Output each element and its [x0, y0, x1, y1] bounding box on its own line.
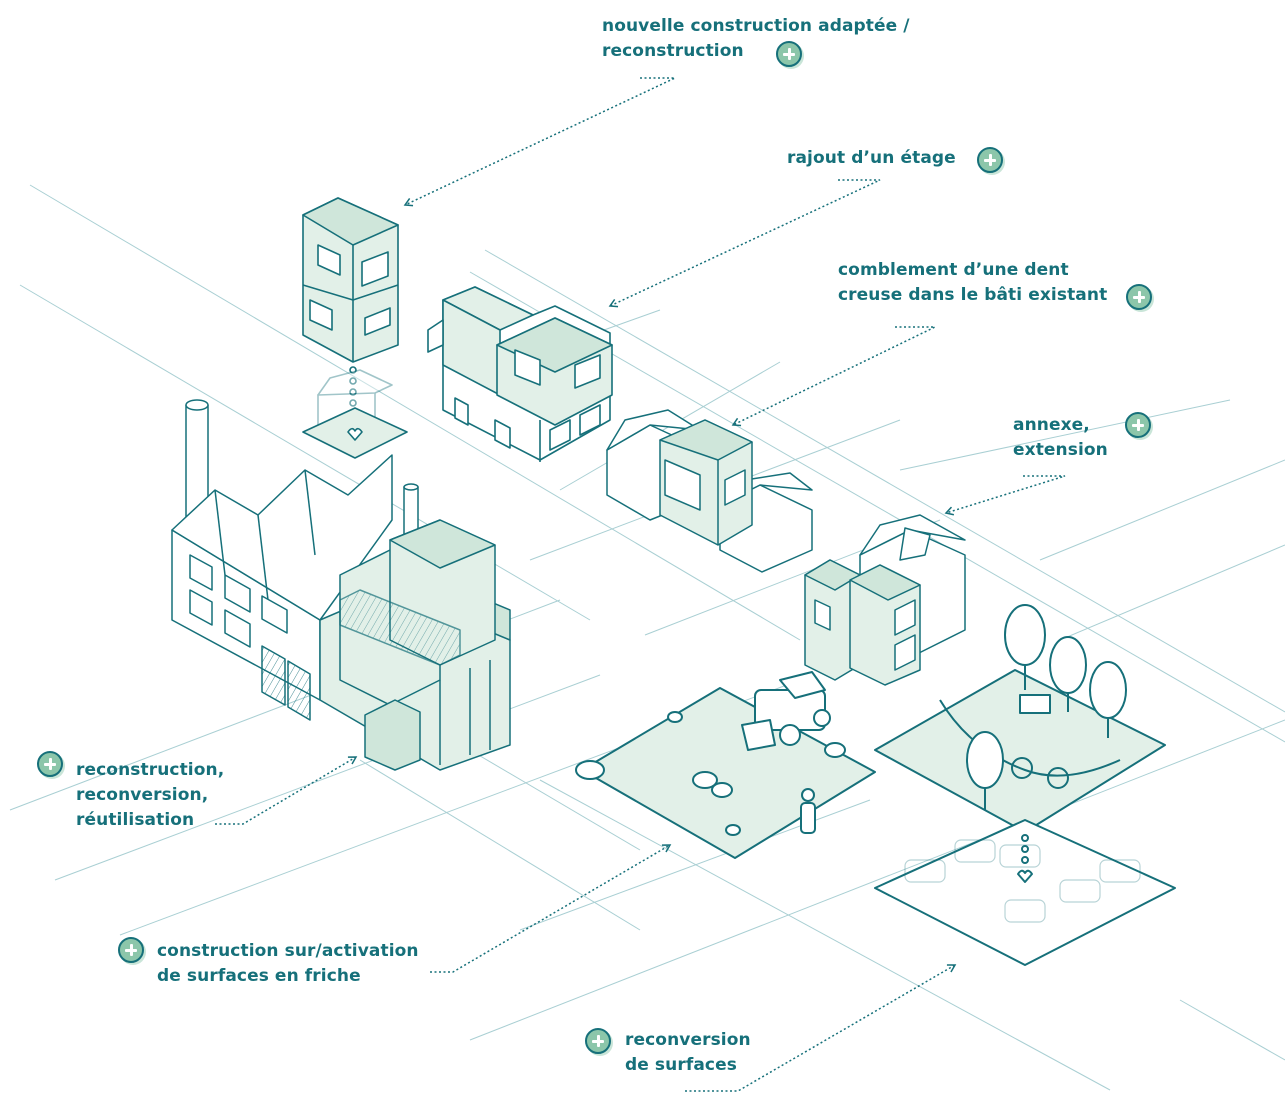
label-rajout-etage: rajout d’un étage: [787, 146, 956, 171]
extension-building: [804, 514, 966, 686]
label-line: réutilisation: [76, 810, 195, 830]
label-line: de surfaces: [625, 1055, 737, 1075]
arrow-icon: [430, 844, 672, 973]
heart-icon: [347, 427, 363, 441]
gap-infill: [606, 409, 813, 573]
label-nouvelle-construction: nouvelle construction adaptée / reconstr…: [602, 14, 910, 64]
plus-icon[interactable]: [37, 751, 63, 777]
label-friche: construction sur/activation de surfaces …: [157, 939, 419, 989]
leader-arrows: [215, 77, 1066, 1092]
label-line: comblement d’une dent: [838, 260, 1069, 280]
parking-tile: [874, 819, 1176, 966]
label-annexe: annexe, extension: [1013, 413, 1108, 463]
plus-icon[interactable]: [977, 147, 1003, 173]
label-line: reconversion: [625, 1030, 751, 1050]
label-comblement: comblement d’une dent creuse dans le bât…: [838, 258, 1107, 308]
ground-guides: [9, 184, 1285, 1091]
plus-icon[interactable]: [1125, 412, 1151, 438]
arrow-icon: [403, 77, 676, 207]
arrow-icon: [608, 179, 881, 308]
plus-icon[interactable]: [585, 1028, 611, 1054]
heart-icon: [1017, 869, 1033, 883]
label-line: nouvelle construction adaptée /: [602, 16, 910, 36]
arrow-icon: [731, 326, 936, 427]
arrow-icon: [215, 756, 358, 825]
label-line: creuse dans le bâti existant: [838, 285, 1108, 305]
label-line: reconstruction: [602, 41, 744, 61]
label-line: rajout d’un étage: [787, 148, 956, 168]
label-line: construction sur/activation: [157, 941, 419, 961]
park-tile: [874, 604, 1166, 833]
label-line: reconversion,: [76, 785, 209, 805]
label-line: reconstruction,: [76, 760, 225, 780]
plus-icon[interactable]: [776, 41, 802, 67]
label-line: extension: [1013, 440, 1108, 460]
storey-building: [427, 286, 613, 462]
stacked-house: [302, 197, 408, 459]
plus-icon[interactable]: [118, 937, 144, 963]
factory: [171, 399, 511, 771]
label-reconversion-surfaces: reconversion de surfaces: [625, 1028, 751, 1078]
plus-icon[interactable]: [1126, 284, 1152, 310]
label-line: de surfaces en friche: [157, 966, 361, 986]
label-line: annexe,: [1013, 415, 1090, 435]
arrow-icon: [944, 475, 1066, 516]
brownfield-tile: [575, 671, 876, 859]
label-reconstruction: reconstruction, reconversion, réutilisat…: [76, 758, 224, 833]
